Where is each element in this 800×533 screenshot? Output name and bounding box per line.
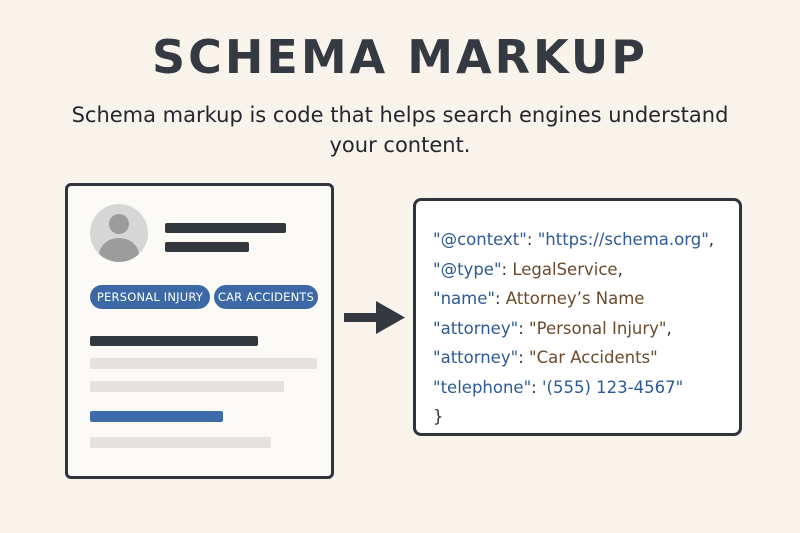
link-placeholder-bar xyxy=(90,411,223,422)
text-placeholder-bar xyxy=(90,358,317,369)
code-closing-brace: } xyxy=(433,407,444,426)
code-separator: : xyxy=(518,318,530,338)
code-key: "name" xyxy=(433,289,495,308)
code-separator: : xyxy=(494,289,506,308)
code-key: "@type" xyxy=(433,259,502,279)
code-line: "@context": "https://schema.org", xyxy=(433,225,714,255)
code-line: "attorney": "Personal Injury", xyxy=(433,314,714,344)
code-line: "@type": LegalService, xyxy=(433,255,714,285)
name-placeholder-bar xyxy=(165,223,286,233)
code-value: '(555) 123-4567" xyxy=(541,377,684,397)
code-separator: : xyxy=(531,377,542,397)
code-line: "name": Attorney’s Name xyxy=(433,284,714,314)
code-value: Attorney’s Name xyxy=(505,289,645,308)
code-value: "https://schema.org" xyxy=(537,230,709,249)
code-lines: "@context": "https://schema.org","@type"… xyxy=(433,225,714,432)
subtitle-placeholder-bar xyxy=(165,242,249,252)
tag-personal-injury: PERSONAL INJURY xyxy=(90,285,210,309)
tag-car-accidents: CAR ACCIDENTS xyxy=(214,285,318,309)
subtitle-line-1: Schema markup is code that helps search … xyxy=(71,103,729,127)
code-value: LegalService xyxy=(512,259,618,279)
avatar-icon xyxy=(90,204,148,262)
code-value: "Car Accidents" xyxy=(529,348,658,367)
text-placeholder-bar xyxy=(90,381,284,392)
code-line: "telephone": '(555) 123-4567" xyxy=(433,373,714,403)
code-value: "Personal Injury" xyxy=(529,318,667,338)
subtitle-line-2: your content. xyxy=(329,133,471,157)
code-separator: : xyxy=(501,259,513,279)
code-key: "@context" xyxy=(433,230,527,249)
schema-code-panel: "@context": "https://schema.org","@type"… xyxy=(413,198,742,436)
code-punctuation: , xyxy=(666,318,672,338)
code-line: "attorney": "Car Accidents" xyxy=(433,343,714,373)
code-punctuation: , xyxy=(708,230,715,249)
subtitle: Schema markup is code that helps search … xyxy=(40,100,760,160)
code-punctuation: , xyxy=(617,259,623,279)
code-separator: : xyxy=(518,348,530,367)
arrow-right-icon xyxy=(344,301,405,334)
heading-placeholder-bar xyxy=(90,336,258,346)
code-key: "telephone" xyxy=(433,377,532,397)
code-key: "attorney" xyxy=(433,348,519,367)
text-placeholder-bar xyxy=(90,437,271,448)
webpage-card: PERSONAL INJURY CAR ACCIDENTS xyxy=(65,183,334,479)
code-separator: : xyxy=(526,230,538,249)
code-key: "attorney" xyxy=(433,318,519,338)
page-title: SCHEMA MARKUP xyxy=(152,30,648,84)
avatar-shoulders xyxy=(99,238,139,262)
avatar-head xyxy=(109,214,129,234)
